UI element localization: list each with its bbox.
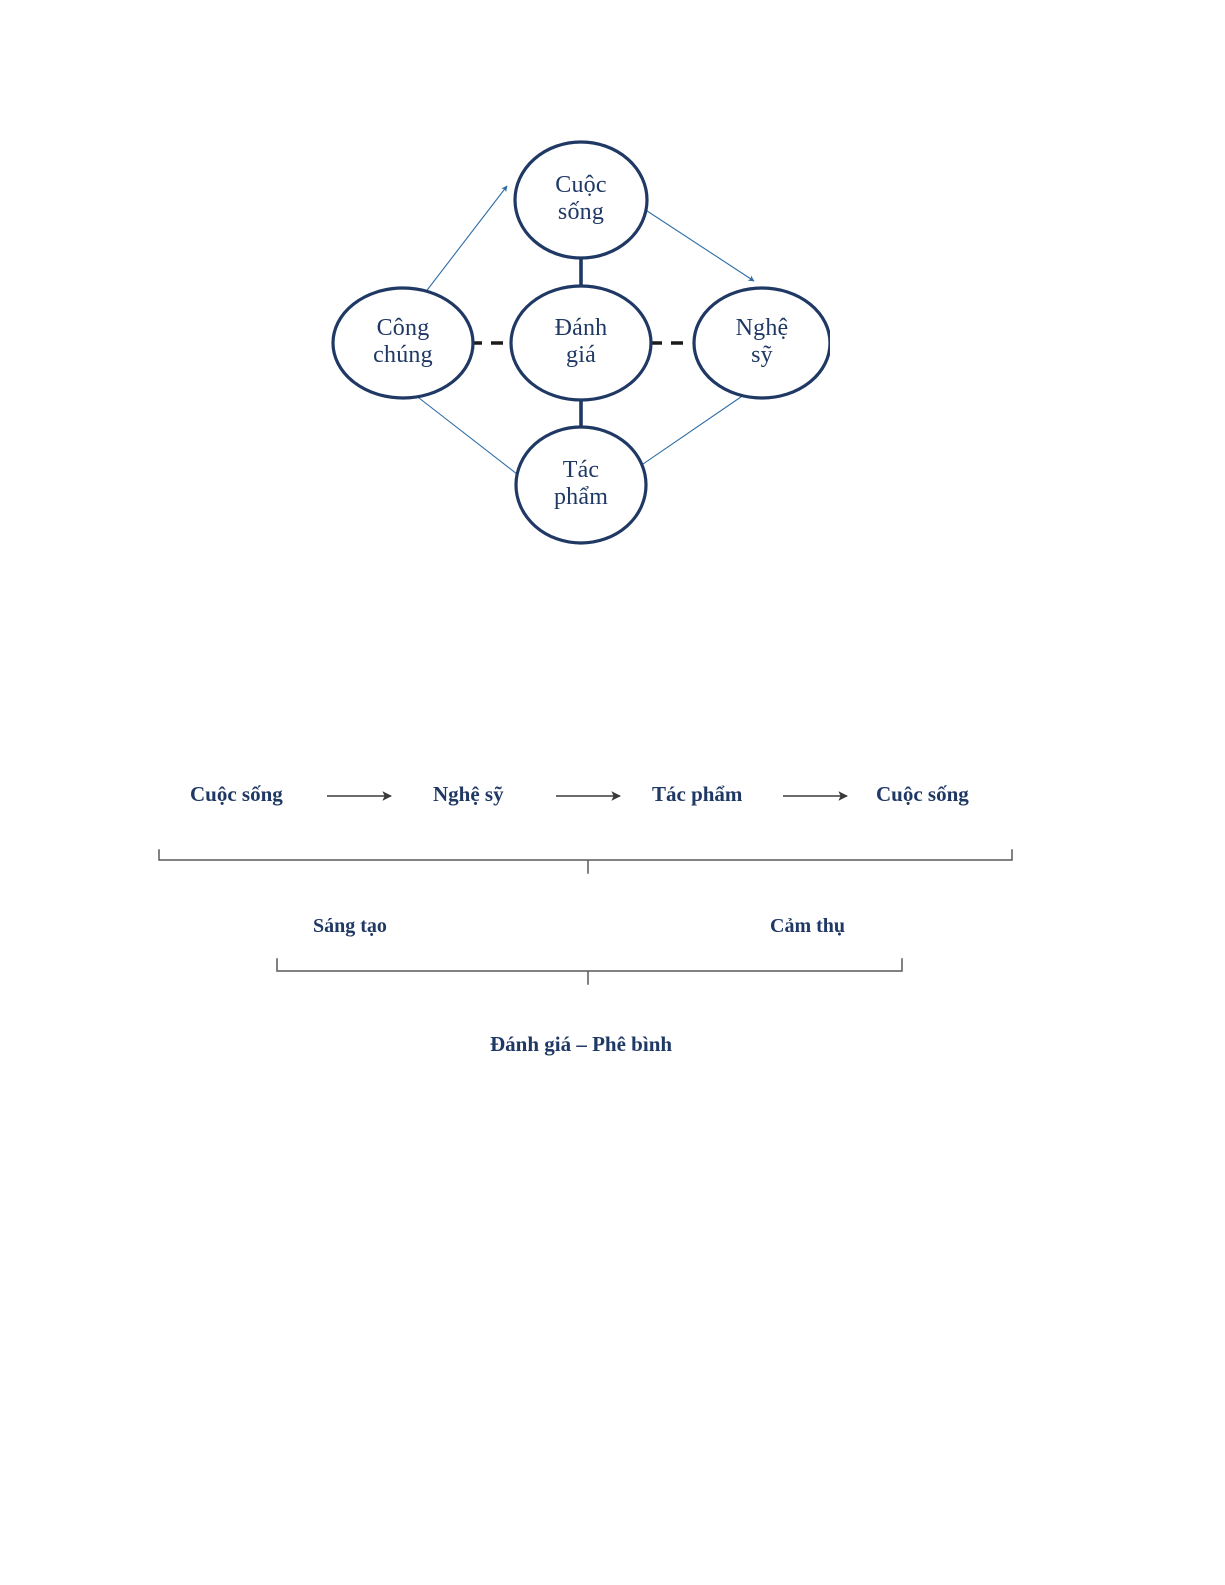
node-shape-nghe-sy[interactable] xyxy=(692,286,830,400)
upper-bracket-path xyxy=(158,849,1013,874)
flow-diagram-canvas xyxy=(158,791,1013,985)
circle-diagram-canvas xyxy=(331,140,830,545)
node-shapes xyxy=(331,140,830,545)
circle-diagram: Cuộc sống Công chúng Đánh giá Nghệ sỹ Tá… xyxy=(330,130,830,570)
node-shape-cong-chung[interactable] xyxy=(331,286,475,400)
sang-tao-label: Sáng tạo xyxy=(313,915,387,937)
lower-bracket-path xyxy=(276,958,903,985)
flow-step-cuoc-song-1: Cuộc sống xyxy=(190,782,283,806)
arrow-nghesy-to-tacpham xyxy=(626,387,755,476)
flow-diagram: Cuộc sống Nghệ sỹ Tác phẩm Cuộc sống Sán… xyxy=(150,760,1050,1080)
lower-bracket xyxy=(276,958,903,985)
danh-gia-phe-binh-label: Đánh giá – Phê bình xyxy=(490,1032,673,1056)
node-shape-cuoc-song-top[interactable] xyxy=(513,140,649,260)
node-shape-tac-pham[interactable] xyxy=(514,425,648,545)
flow-step-tac-pham: Tác phẩm xyxy=(652,782,743,806)
flow-step-cuoc-song-2: Cuộc sống xyxy=(876,782,969,806)
cam-thu-label: Cảm thụ xyxy=(770,915,846,937)
node-shape-danh-gia[interactable] xyxy=(509,284,653,402)
arrow-tacpham-to-congchung xyxy=(409,390,527,482)
flow-step-nghe-sy: Nghệ sỹ xyxy=(433,782,504,806)
upper-bracket xyxy=(158,849,1013,874)
